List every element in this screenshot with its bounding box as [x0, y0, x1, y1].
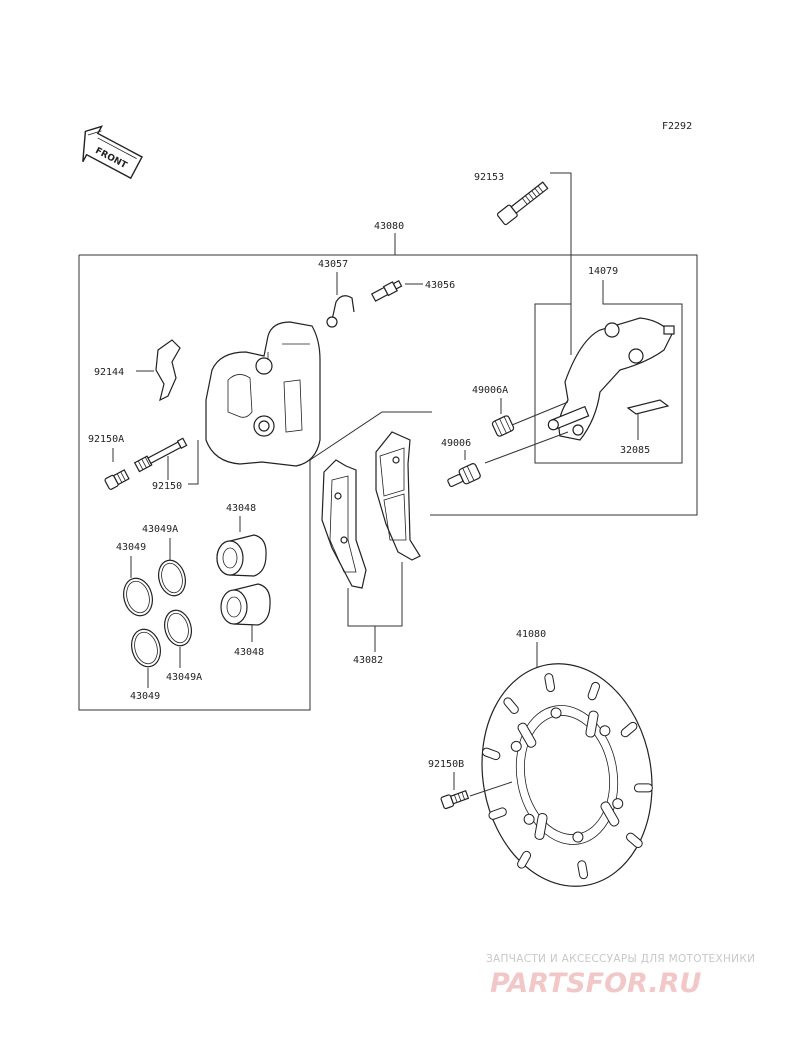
- caliper-body: [205, 321, 321, 467]
- seal-43049-top: [123, 577, 153, 617]
- seal-43049a-bottom: [164, 609, 192, 647]
- label-92144: 92144: [94, 367, 124, 378]
- label-92153: 92153: [474, 172, 504, 183]
- label-14079: 14079: [588, 266, 618, 277]
- boot-49006a: [491, 415, 515, 437]
- front-arrow-icon: FRONT: [82, 125, 143, 180]
- label-49006: 49006: [441, 438, 471, 449]
- plug-92150a: [104, 469, 130, 490]
- label-43048-bottom: 43048: [234, 647, 264, 658]
- brake-pad-left: [321, 459, 367, 589]
- label-43048-top: 43048: [226, 503, 256, 514]
- boot-49006: [447, 463, 481, 488]
- label-43049-top: 43049: [116, 542, 146, 553]
- label-32085: 32085: [620, 445, 650, 456]
- label-41080: 41080: [516, 629, 546, 640]
- brake-pad-right: [375, 431, 421, 561]
- label-43056: 43056: [425, 280, 455, 291]
- spring-92144: [155, 339, 181, 402]
- pin-92150: [133, 437, 188, 473]
- label-43049a-bottom: 43049A: [166, 672, 202, 683]
- label-92150b: 92150B: [428, 759, 464, 770]
- pad-spring-32085: [626, 399, 670, 415]
- caliper-bracket-14079: [558, 317, 675, 441]
- seal-43049-bottom: [131, 628, 161, 668]
- label-92150a: 92150A: [88, 434, 124, 445]
- label-43057: 43057: [318, 259, 348, 270]
- label-49006a: 49006A: [472, 385, 508, 396]
- label-43049-bottom: 43049: [130, 691, 160, 702]
- piston-43048-bottom: [220, 583, 271, 626]
- pin-clip-43057: [326, 295, 355, 328]
- brake-disc-41080: [481, 663, 653, 887]
- watermark-logo: PARTSFOR.RU: [490, 968, 701, 999]
- label-43049a-top: 43049A: [142, 524, 178, 535]
- label-43080: 43080: [374, 221, 404, 232]
- bolt-92153: [496, 181, 549, 226]
- bleed-valve-43056: [370, 280, 403, 302]
- watermark-subtitle: ЗАПЧАСТИ И АКСЕССУАРЫ ДЛЯ МОТОТЕХНИКИ: [486, 953, 755, 965]
- assembly-frame-43080: [78, 233, 698, 711]
- diagram-code: F2292: [662, 121, 692, 132]
- label-43082: 43082: [353, 655, 383, 666]
- disc-bolt-92150b: [440, 789, 470, 810]
- seal-43049a-top: [158, 559, 186, 597]
- slide-pin-bracket: [547, 405, 590, 431]
- piston-43048-top: [216, 534, 267, 577]
- label-92150: 92150: [152, 481, 182, 492]
